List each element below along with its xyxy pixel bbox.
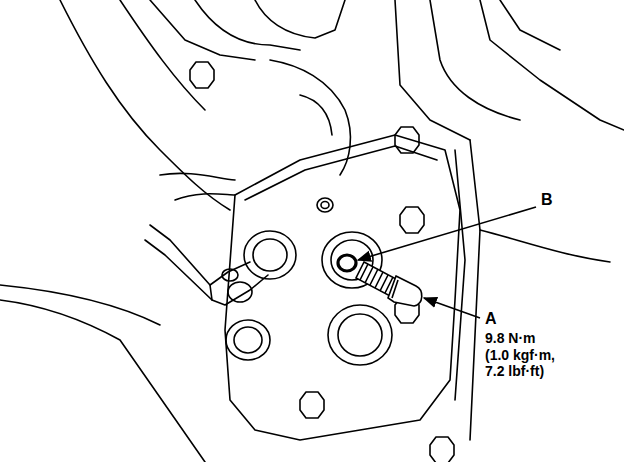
o-ring	[338, 255, 356, 271]
leader-line	[424, 298, 480, 318]
sealing-bolt	[356, 262, 422, 306]
leader-line	[358, 207, 536, 260]
callout-letter: B	[541, 191, 553, 210]
torque-spec: 9.8 N·m (1.0 kgf·m, 7.2 lbf·ft)	[485, 330, 555, 380]
callout-letter: A	[485, 310, 497, 329]
